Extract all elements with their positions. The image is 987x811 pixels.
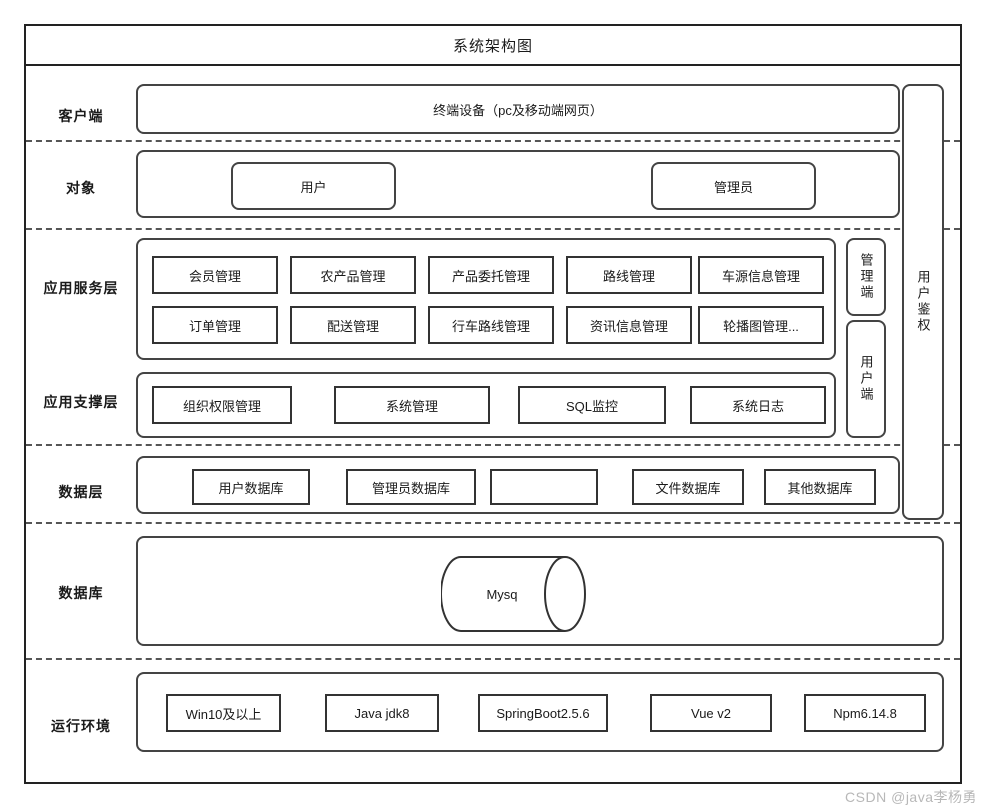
side-user-client-label: 用户端 (858, 355, 874, 403)
row-label-app-support: 应用支撑层 (43, 394, 119, 410)
data-store-item[interactable]: 其他数据库 (764, 469, 876, 505)
separator-datalayer-database (26, 522, 960, 524)
page-title: 系统架构图 (452, 37, 533, 55)
diagram-title-band: 系统架构图 (26, 26, 960, 66)
cylinder-shape (441, 556, 586, 632)
service-item[interactable]: 轮播图管理... (698, 306, 824, 344)
diagram-outer-frame: 系统架构图 客户端 对象 应用服务层 应用支撑层 数据层 数据库 运行环境 终端… (24, 24, 962, 784)
row-label-object: 对象 (66, 180, 96, 196)
support-item[interactable]: 系统日志 (690, 386, 826, 424)
row-label-data-layer: 数据层 (58, 484, 104, 500)
side-user-auth-label: 用户鉴权 (915, 270, 931, 334)
side-admin-client-label: 管理端 (858, 253, 874, 301)
app-support-container: 组织权限管理 系统管理 SQL监控 系统日志 (136, 372, 836, 438)
side-user-auth-box[interactable]: 用户鉴权 (902, 84, 944, 520)
runtime-item[interactable]: Npm6.14.8 (804, 694, 926, 732)
support-item[interactable]: 组织权限管理 (152, 386, 292, 424)
mysql-cylinder[interactable]: Mysq (441, 554, 589, 634)
data-layer-container: 用户数据库 管理员数据库 文件数据库 其他数据库 (136, 456, 900, 514)
object-user-box[interactable]: 用户 (231, 162, 396, 210)
separator-object-appservice (26, 228, 960, 230)
separator-database-runtime (26, 658, 960, 660)
mysql-cylinder-label: Mysq (486, 586, 518, 602)
service-item[interactable]: 路线管理 (566, 256, 692, 294)
service-item[interactable]: 会员管理 (152, 256, 278, 294)
row-label-database: 数据库 (58, 585, 104, 601)
side-user-client-box[interactable]: 用户端 (846, 320, 886, 438)
data-store-item[interactable]: 管理员数据库 (346, 469, 476, 505)
service-item[interactable]: 配送管理 (290, 306, 416, 344)
separator-client-object (26, 140, 960, 142)
service-item[interactable]: 车源信息管理 (698, 256, 824, 294)
csdn-watermark: CSDN @java李杨勇 (845, 789, 977, 805)
service-item[interactable]: 产品委托管理 (428, 256, 554, 294)
database-container: Mysq (136, 536, 944, 646)
service-item[interactable]: 农产品管理 (290, 256, 416, 294)
support-item[interactable]: 系统管理 (334, 386, 490, 424)
side-admin-client-box[interactable]: 管理端 (846, 238, 886, 316)
service-item[interactable]: 订单管理 (152, 306, 278, 344)
object-row-container: 用户 管理员 (136, 150, 900, 218)
runtime-item[interactable]: Java jdk8 (325, 694, 439, 732)
terminal-device-box[interactable]: 终端设备（pc及移动端网页） (136, 84, 900, 134)
row-label-runtime: 运行环境 (51, 718, 111, 734)
service-item[interactable]: 资讯信息管理 (566, 306, 692, 344)
object-admin-box[interactable]: 管理员 (651, 162, 816, 210)
support-item[interactable]: SQL监控 (518, 386, 666, 424)
runtime-container: Win10及以上 Java jdk8 SpringBoot2.5.6 Vue v… (136, 672, 944, 752)
service-item[interactable]: 行车路线管理 (428, 306, 554, 344)
runtime-item[interactable]: Vue v2 (650, 694, 772, 732)
row-label-app-service: 应用服务层 (43, 280, 119, 296)
data-store-item-empty[interactable] (490, 469, 598, 505)
runtime-item[interactable]: SpringBoot2.5.6 (478, 694, 608, 732)
separator-appsupport-datalayer (26, 444, 960, 446)
runtime-item[interactable]: Win10及以上 (166, 694, 281, 732)
row-label-client: 客户端 (58, 108, 104, 124)
object-admin-label: 管理员 (713, 179, 753, 195)
terminal-device-label: 终端设备（pc及移动端网页） (433, 102, 603, 118)
object-user-label: 用户 (300, 179, 327, 195)
app-service-container: 会员管理 农产品管理 产品委托管理 路线管理 车源信息管理 订单管理 配送管理 … (136, 238, 836, 360)
data-store-item[interactable]: 文件数据库 (632, 469, 744, 505)
data-store-item[interactable]: 用户数据库 (192, 469, 310, 505)
